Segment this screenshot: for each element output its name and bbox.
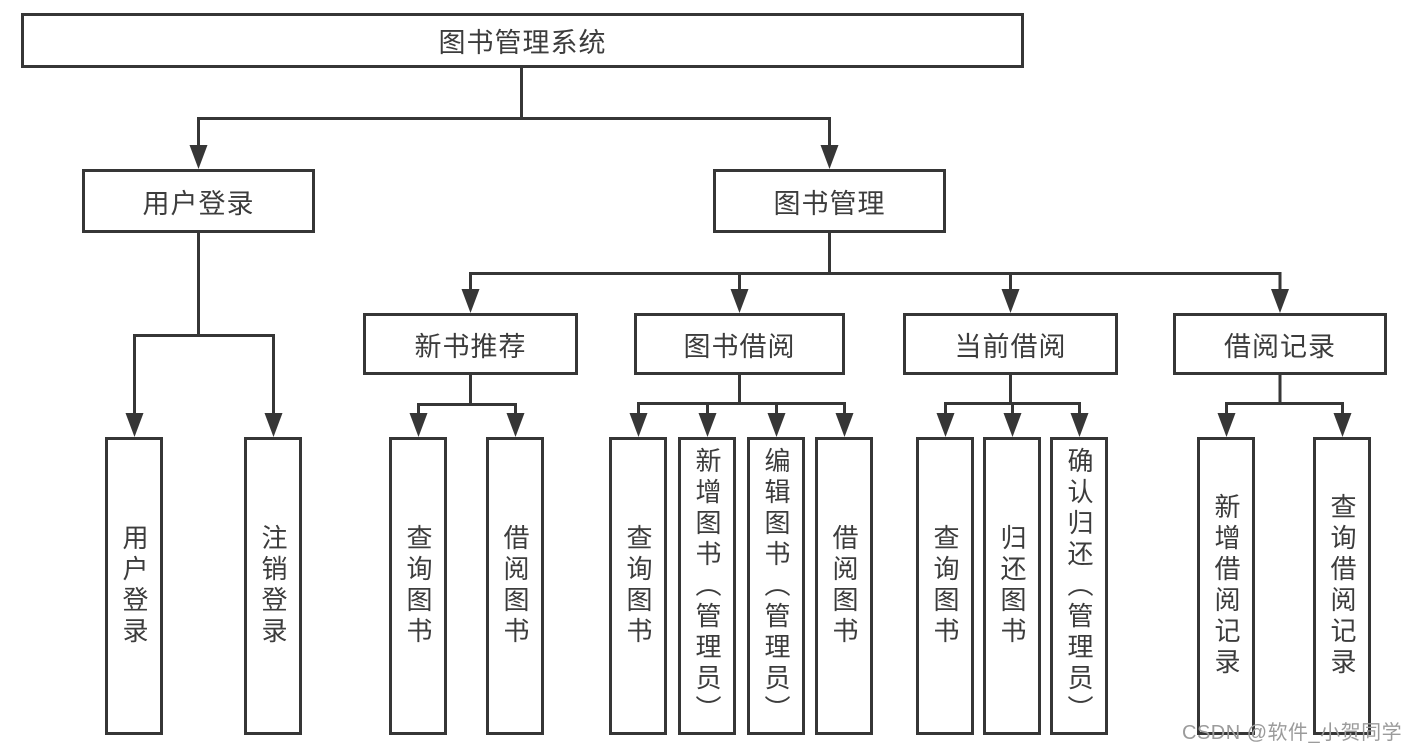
- node-book-borrow: 图书借阅: [634, 313, 845, 375]
- node-new-book-recommend: 新书推荐: [363, 313, 578, 375]
- node-book-management: 图书管理: [713, 169, 946, 233]
- leaf-query-borrow-record: 查询借阅记录: [1313, 437, 1371, 735]
- arrowhead-new-book: [461, 289, 480, 313]
- arrowhead-cb-return: [1003, 413, 1022, 437]
- leaf-query-books-current: 查询图书: [916, 437, 974, 735]
- arrowhead-user-login: [189, 145, 208, 169]
- leaf-query-books-borrow: 查询图书: [609, 437, 667, 735]
- arrowhead-cb-query: [936, 413, 955, 437]
- leaf-user-login: 用户登录: [105, 437, 163, 735]
- leaf-borrow-books-recommend: 借阅图书: [486, 437, 544, 735]
- watermark: CSDN @软件_小贺同学: [1182, 722, 1403, 744]
- leaf-borrow-books: 借阅图书: [815, 437, 873, 735]
- node-current-borrow: 当前借阅: [903, 313, 1118, 375]
- arrowhead-nb-borrow: [506, 413, 525, 437]
- arrowhead-br-query: [1333, 413, 1352, 437]
- arrowhead-bb-query: [629, 413, 648, 437]
- arrowhead-nb-query: [409, 413, 428, 437]
- arrowhead-leaf-login: [125, 413, 144, 437]
- node-user-login: 用户登录: [82, 169, 315, 233]
- arrowhead-book-management: [820, 145, 839, 169]
- arrowhead-br-add: [1217, 413, 1236, 437]
- leaf-add-books-admin: 新增图书（管理员）: [678, 437, 736, 735]
- leaf-add-borrow-record: 新增借阅记录: [1197, 437, 1255, 735]
- arrowhead-bb-add: [698, 413, 717, 437]
- arrowhead-book-borrow: [730, 289, 749, 313]
- leaf-edit-books-admin: 编辑图书（管理员）: [747, 437, 805, 735]
- arrowhead-leaf-logout: [264, 413, 283, 437]
- arrowhead-borrow-record: [1271, 289, 1289, 313]
- node-root: 图书管理系统: [21, 13, 1024, 68]
- leaf-query-books-recommend: 查询图书: [389, 437, 447, 735]
- leaf-logout: 注销登录: [244, 437, 302, 735]
- arrowhead-bb-edit: [767, 413, 786, 437]
- arrowhead-current-borrow: [1001, 289, 1020, 313]
- leaf-return-books: 归还图书: [983, 437, 1041, 735]
- arrowhead-bb-borrow: [835, 413, 854, 437]
- node-borrow-record: 借阅记录: [1173, 313, 1387, 375]
- leaf-confirm-return-admin: 确认归还（管理员）: [1050, 437, 1108, 735]
- arrowhead-cb-confirm: [1070, 413, 1089, 437]
